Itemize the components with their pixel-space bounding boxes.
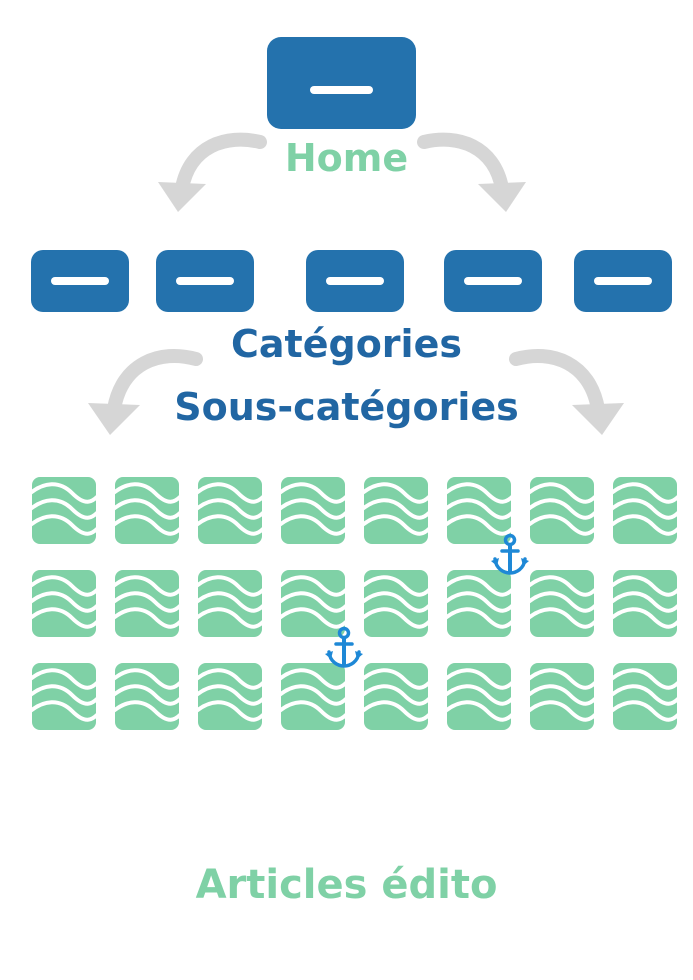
- wave-lines-icon: [32, 575, 96, 629]
- category-node: [156, 250, 254, 312]
- article-tile: [613, 477, 677, 544]
- article-tile: [530, 570, 594, 637]
- curved-arrow-right-icon: [509, 349, 624, 435]
- article-tile: [364, 477, 428, 544]
- wave-lines-icon: [198, 482, 262, 536]
- article-tile: [281, 477, 345, 544]
- article-tile: [32, 663, 96, 730]
- wave-lines-icon: [530, 482, 594, 536]
- horizontal-bar-icon: [175, 277, 235, 285]
- wave-lines-icon: [530, 575, 594, 629]
- article-tile: [530, 663, 594, 730]
- curved-arrow-left-icon: [158, 132, 267, 212]
- category-node: [444, 250, 542, 312]
- horizontal-bar-icon: [593, 277, 653, 285]
- article-tile: [115, 663, 179, 730]
- article-tile: [281, 663, 345, 730]
- horizontal-bar-icon: [325, 277, 385, 285]
- wave-lines-icon: [613, 668, 677, 722]
- categories-label: Catégories: [231, 322, 462, 366]
- category-node: [31, 250, 129, 312]
- wave-lines-icon: [613, 575, 677, 629]
- wave-lines-icon: [447, 668, 511, 722]
- wave-lines-icon: [115, 668, 179, 722]
- article-tile: [530, 477, 594, 544]
- wave-lines-icon: [447, 482, 511, 536]
- horizontal-bar-icon: [50, 277, 110, 285]
- wave-lines-icon: [281, 482, 345, 536]
- home-node: [267, 37, 416, 129]
- category-node: [574, 250, 672, 312]
- article-tile: [198, 663, 262, 730]
- article-tile: [447, 477, 511, 544]
- article-tile: [447, 570, 511, 637]
- curved-arrow-left-icon: [88, 349, 203, 435]
- article-tile: [32, 570, 96, 637]
- wave-lines-icon: [364, 668, 428, 722]
- wave-lines-icon: [115, 482, 179, 536]
- horizontal-bar-icon: [463, 277, 523, 285]
- wave-lines-icon: [364, 482, 428, 536]
- wave-lines-icon: [447, 575, 511, 629]
- article-tile: [613, 570, 677, 637]
- article-tile: [115, 477, 179, 544]
- article-tile: [447, 663, 511, 730]
- article-tile: [364, 570, 428, 637]
- wave-lines-icon: [32, 482, 96, 536]
- subcategories-label: Sous-catégories: [174, 385, 519, 429]
- horizontal-bar-icon: [310, 86, 373, 94]
- category-node: [306, 250, 404, 312]
- article-tile: [198, 570, 262, 637]
- articles-label: Articles édito: [195, 862, 498, 908]
- home-label: Home: [284, 136, 409, 180]
- curved-arrow-right-icon: [417, 132, 526, 212]
- wave-lines-icon: [115, 575, 179, 629]
- wave-lines-icon: [364, 575, 428, 629]
- wave-lines-icon: [198, 668, 262, 722]
- anchor-icon: [324, 626, 364, 670]
- anchor-icon: [490, 533, 530, 577]
- article-tile: [198, 477, 262, 544]
- wave-lines-icon: [281, 668, 345, 722]
- article-tile: [115, 570, 179, 637]
- article-tile: [613, 663, 677, 730]
- wave-lines-icon: [198, 575, 262, 629]
- wave-lines-icon: [613, 482, 677, 536]
- article-tile: [281, 570, 345, 637]
- wave-lines-icon: [32, 668, 96, 722]
- wave-lines-icon: [530, 668, 594, 722]
- article-tile: [32, 477, 96, 544]
- wave-lines-icon: [281, 575, 345, 629]
- article-tile: [364, 663, 428, 730]
